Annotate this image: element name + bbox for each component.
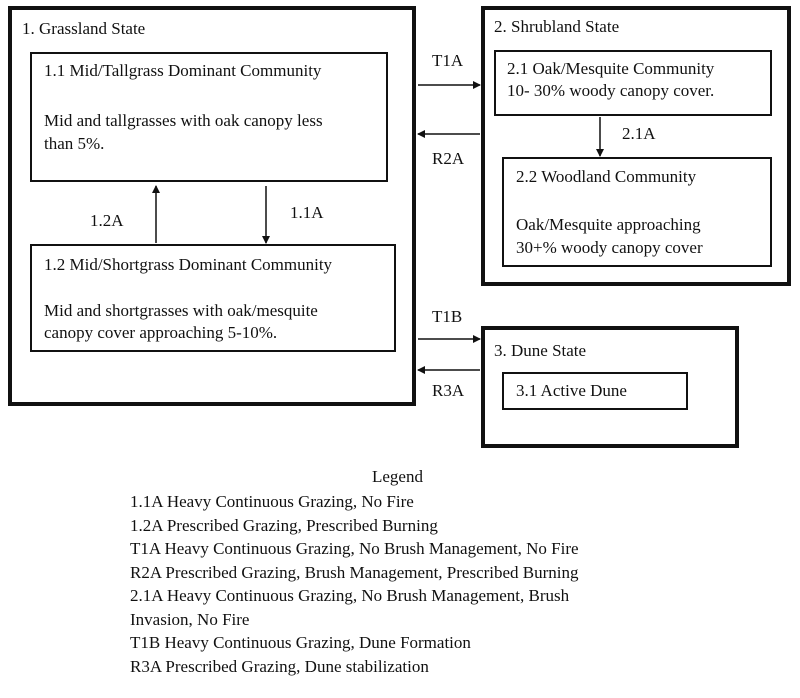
legend-item: R3A Prescribed Grazing, Dune stabilizati… bbox=[130, 656, 429, 676]
label-1-2a: 1.2A bbox=[90, 211, 124, 230]
legend-item: R2A Prescribed Grazing, Brush Management… bbox=[130, 562, 579, 582]
community-3-1-box bbox=[502, 372, 688, 410]
community-1-1-box bbox=[30, 52, 388, 182]
community-1-1-desc-line1: Mid and tallgrasses with oak canopy less bbox=[44, 111, 323, 130]
community-2-1-line2: 10- 30% woody canopy cover. bbox=[507, 81, 715, 100]
label-r2a: R2A bbox=[432, 149, 465, 168]
community-1-2-title: 1.2 Mid/Shortgrass Dominant Community bbox=[44, 255, 333, 274]
legend: 1.1A Heavy Continuous Grazing, No Fire 1… bbox=[130, 490, 579, 678]
community-1-1-title: 1.1 Mid/Tallgrass Dominant Community bbox=[44, 61, 322, 80]
community-2-2-desc-line1: Oak/Mesquite approaching bbox=[516, 215, 701, 234]
community-2-2-box bbox=[502, 157, 772, 267]
community-1-2-box bbox=[30, 244, 396, 352]
label-2-1a: 2.1A bbox=[622, 124, 656, 143]
community-1-2-desc-line1: Mid and shortgrasses with oak/mesquite bbox=[44, 301, 318, 320]
community-1-2-desc-line2: canopy cover approaching 5-10%. bbox=[44, 323, 278, 342]
shrubland-state-title: 2. Shrubland State bbox=[494, 17, 620, 36]
label-t1b: T1B bbox=[432, 307, 463, 326]
legend-title: Legend bbox=[372, 467, 423, 486]
legend-item: 1.2A Prescribed Grazing, Prescribed Burn… bbox=[130, 515, 438, 535]
community-2-2-desc-line2: 30+% woody canopy cover bbox=[516, 238, 703, 257]
community-2-1-line1: 2.1 Oak/Mesquite Community bbox=[507, 59, 715, 78]
legend-item: T1A Heavy Continuous Grazing, No Brush M… bbox=[130, 539, 579, 558]
community-2-2-title: 2.2 Woodland Community bbox=[516, 167, 697, 186]
legend-item: 1.1A Heavy Continuous Grazing, No Fire bbox=[130, 492, 414, 511]
legend-item: 2.1A Heavy Continuous Grazing, No Brush … bbox=[130, 586, 570, 605]
label-t1a: T1A bbox=[432, 51, 464, 70]
legend-item: T1B Heavy Continuous Grazing, Dune Forma… bbox=[130, 633, 471, 652]
label-r3a: R3A bbox=[432, 381, 465, 400]
label-1-1a: 1.1A bbox=[290, 203, 324, 222]
legend-item: Invasion, No Fire bbox=[130, 609, 250, 629]
grassland-state-title: 1. Grassland State bbox=[22, 19, 146, 38]
community-3-1-title: 3.1 Active Dune bbox=[516, 381, 627, 400]
community-2-1-box bbox=[494, 50, 772, 116]
dune-state-title: 3. Dune State bbox=[494, 341, 587, 360]
community-1-1-desc-line2: than 5%. bbox=[44, 134, 105, 153]
